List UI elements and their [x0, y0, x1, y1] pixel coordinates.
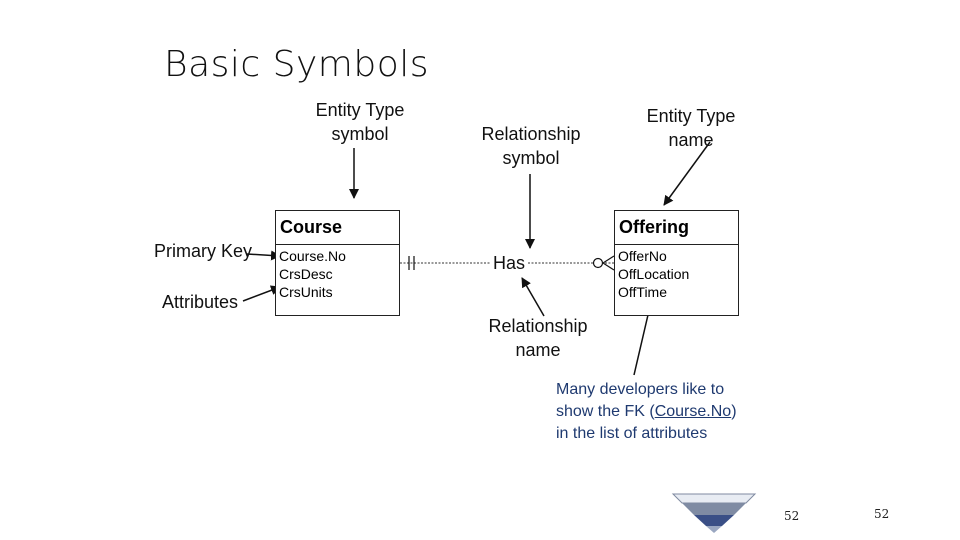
attribute: OffLocation — [618, 266, 690, 282]
entity-course-attributes: Course.No CrsDesc CrsUnits — [276, 245, 399, 301]
fk-note-line-1: Many developers like to — [556, 381, 725, 398]
attribute-primary-key: Course.No — [279, 248, 346, 264]
label-relationship-name: Relationship name — [488, 316, 588, 360]
fk-attribute-name: Course.No — [654, 403, 732, 420]
entity-course: Course Course.No CrsDesc CrsUnits — [275, 210, 400, 316]
arrow-attributes — [242, 285, 281, 302]
label-entity-type-name: Entity Type name — [646, 106, 736, 150]
entity-offering-attributes: OfferNo OffLocation OffTime — [615, 245, 738, 301]
label-primary-key: Primary Key — [154, 241, 253, 261]
attribute: OffTime — [618, 284, 668, 300]
attribute-primary-key: OfferNo — [618, 248, 667, 264]
entity-offering: Offering OfferNo OffLocation OffTime — [614, 210, 739, 316]
cardinality-zero-circle — [592, 257, 604, 269]
arrow-relationship-name — [521, 277, 545, 317]
relationship-name-has: Has — [490, 251, 528, 275]
arrow-entity-type-name — [663, 141, 711, 206]
fk-note-line-3: in the list of attributes — [556, 425, 708, 442]
attribute: CrsUnits — [279, 284, 333, 300]
arrow-primary-key — [246, 250, 281, 261]
slide-title: Basic Symbols — [164, 44, 429, 85]
entity-offering-name: Offering — [615, 211, 738, 245]
crowfoot-upper — [602, 255, 615, 264]
crowfoot-lower — [602, 262, 615, 271]
page-number: 52 — [784, 509, 800, 523]
label-entity-type-symbol: Entity Type symbol — [315, 100, 405, 144]
entity-course-name: Course — [276, 211, 399, 245]
fk-note: Many developers like to show the FK (Cou… — [556, 379, 786, 445]
page-number: 52 — [874, 507, 890, 521]
label-attributes: Attributes — [162, 292, 239, 312]
label-relationship-symbol: Relationship symbol — [481, 124, 581, 168]
fk-note-line-2: show the FK (Course.No) — [556, 403, 737, 420]
attribute: CrsDesc — [279, 266, 333, 282]
footer-logo-icon — [671, 493, 757, 533]
